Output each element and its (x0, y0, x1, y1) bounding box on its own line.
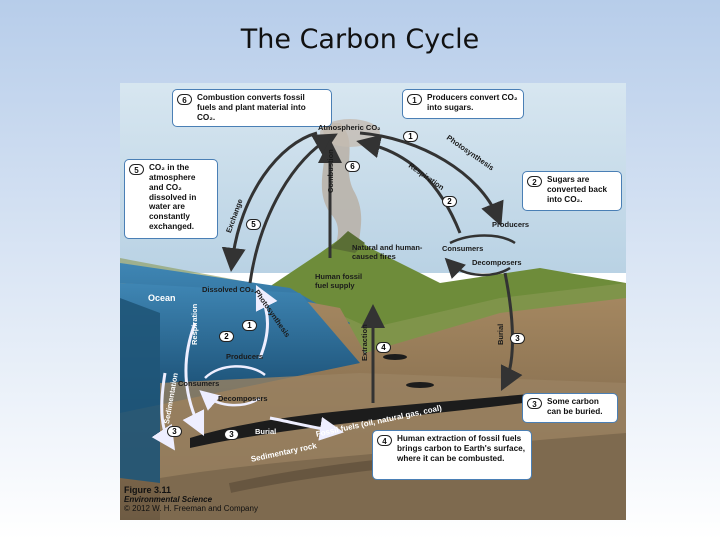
label-consumers-ocean: Consumers (178, 379, 220, 388)
label-producers-land: Producers (492, 220, 530, 229)
label-burial-land: Burial (496, 323, 505, 345)
label-combustion: Combustion (326, 149, 335, 193)
ocean-burial-arrow (269, 416, 344, 441)
ocean-photosynthesis-arrow (255, 284, 278, 359)
label-respiration-ocean: Respiration (190, 303, 199, 345)
badge-4-extraction: 4 (376, 342, 391, 353)
ocean-loop-arrows (205, 365, 266, 405)
badge-3-land: 3 (510, 333, 525, 344)
respiration-arrow (356, 134, 462, 234)
label-atmospheric-co2: Atmospheric CO₂ (318, 123, 381, 132)
figure-caption: Figure 3.11 Environmental Science © 2012… (124, 485, 258, 513)
label-extraction: Extraction (360, 324, 369, 361)
label-decomposers-land: Decomposers (472, 258, 522, 267)
badge-1-ocean: 1 (242, 320, 257, 331)
label-ocean: Ocean (148, 293, 176, 303)
badge-6-combustion: 6 (345, 161, 360, 172)
label-human-fossil-fuel-supply: Human fossil fuel supply (315, 272, 363, 290)
label-burial-ocean: Burial (255, 427, 277, 436)
fossil-fuel-layer (190, 393, 540, 448)
caption-book-title: Environmental Science (124, 495, 213, 504)
badge-2-ocean: 2 (219, 331, 234, 342)
caption-figure-number: Figure 3.11 (124, 485, 172, 495)
sedimentation-arrow (151, 372, 175, 451)
label-dissolved-co2: Dissolved CO₂ (202, 285, 255, 294)
badge-2-land: 2 (442, 196, 457, 207)
badge-3-sedimentation: 3 (167, 426, 182, 437)
land-loop-arrows (450, 234, 516, 275)
exchange-arrow-down (221, 131, 318, 272)
label-consumers-land: Consumers (442, 244, 484, 253)
badge-5-exchange: 5 (246, 219, 261, 230)
label-natural-fires: Natural and human-caused fires (352, 243, 423, 261)
label-producers-ocean: Producers (226, 352, 264, 361)
caption-copyright: © 2012 W. H. Freeman and Company (124, 504, 258, 513)
badge-3-burial: 3 (224, 429, 239, 440)
exchange-arrow-up (248, 133, 338, 284)
slide-title: The Carbon Cycle (240, 24, 480, 55)
badge-1-top: 1 (403, 131, 418, 142)
ocean-respiration-arrow (182, 322, 205, 437)
label-decomposers-ocean: Decomposers (218, 394, 268, 403)
